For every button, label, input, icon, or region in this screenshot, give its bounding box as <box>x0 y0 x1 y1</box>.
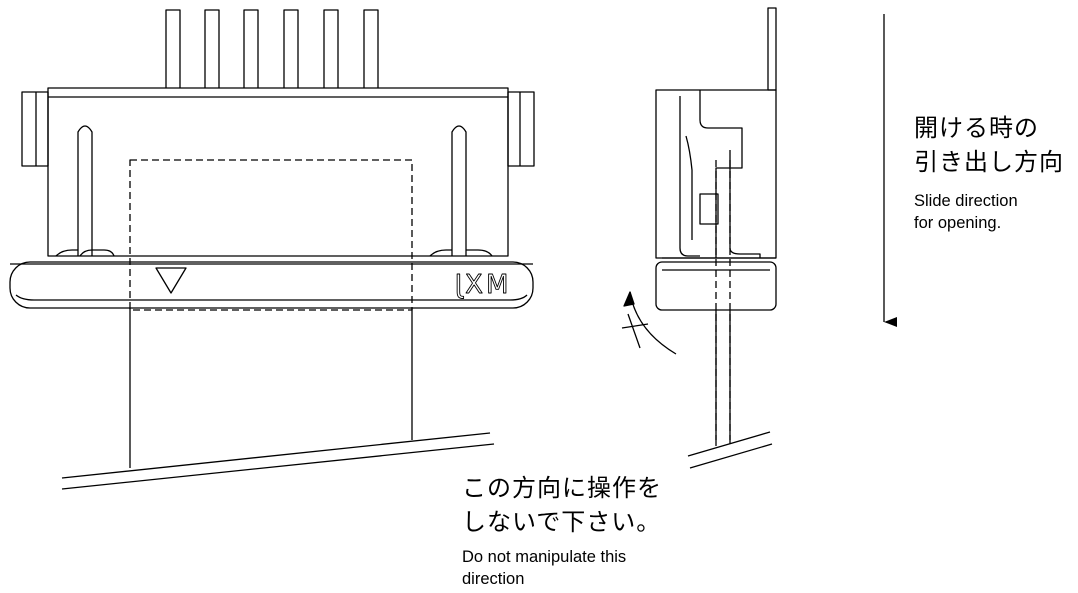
open-direction-en-line2: for opening. <box>914 214 1002 232</box>
right-side-tab <box>507 91 535 167</box>
side-pin <box>767 7 777 91</box>
do-not-en-line2: direction <box>462 570 525 588</box>
side-latch <box>699 193 719 225</box>
open-direction-jp-line2: 引き出し方向 <box>914 148 1064 176</box>
slider <box>9 261 534 309</box>
open-direction-jp-line1: 開ける時の <box>914 114 1039 142</box>
contact-pins <box>165 9 379 88</box>
direction-triangle <box>155 267 187 294</box>
do-not-en-line1: Do not manipulate this <box>462 548 627 566</box>
right-lock-arm <box>451 125 467 256</box>
prohibited-rotation-indicator <box>621 291 677 355</box>
do-not-jp-line1: この方向に操作を <box>462 474 662 502</box>
front-view <box>9 9 535 490</box>
left-side-tab <box>21 91 49 167</box>
slider-marking: MXJ <box>452 270 509 300</box>
fpc-hidden-outline <box>129 159 413 311</box>
left-lock-arm <box>77 125 93 256</box>
connector-housing <box>47 87 509 257</box>
side-view <box>655 7 777 469</box>
open-direction-en-line1: Slide direction <box>914 192 1018 210</box>
do-not-jp-line2: しないで下さい。 <box>462 508 662 536</box>
